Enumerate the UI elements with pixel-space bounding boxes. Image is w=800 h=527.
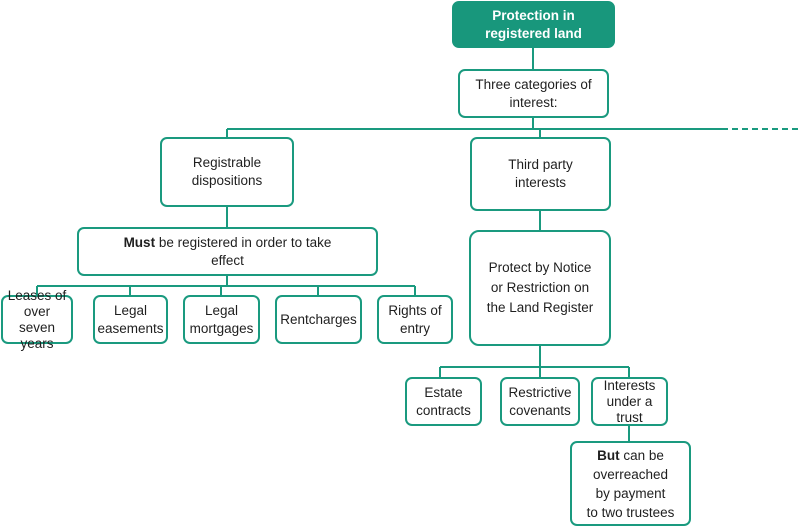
rentcharges-label: Rentcharges — [280, 311, 357, 327]
node-restrictive-covenants: Restrictive covenants — [500, 377, 580, 426]
registrable-dispositions-label: Registrable dispositions — [191, 155, 263, 188]
interests-under-trust-label: Interests under a trust — [603, 377, 656, 425]
node-rights-of-entry: Rights of entry — [377, 295, 453, 344]
legal-easements-label: Legal easements — [97, 302, 164, 336]
must-bold-word: Must — [123, 234, 156, 250]
third-party-interests-label: Third party interests — [508, 157, 573, 190]
legal-mortgages-label: Legal mortgages — [189, 302, 254, 336]
must-be-registered-text: Must be registered in order to take effe… — [124, 234, 332, 270]
node-rentcharges: Rentcharges — [275, 295, 362, 344]
node-must-be-registered: Must be registered in order to take effe… — [77, 227, 378, 276]
estate-contracts-label: Estate contracts — [416, 384, 471, 418]
node-interests-under-trust: Interests under a trust — [591, 377, 668, 426]
node-registrable-dispositions: Registrable dispositions — [160, 137, 294, 207]
node-estate-contracts: Estate contracts — [405, 377, 482, 426]
rights-of-entry-label: Rights of entry — [388, 302, 442, 336]
but-bold-word: But — [597, 447, 620, 463]
root-node-protection-in-registered-land: Protection in registered land — [452, 1, 615, 48]
leases-label: Leases of over seven years — [7, 287, 67, 351]
must-rest-text: be registered in order to take effect — [158, 234, 332, 268]
protect-by-notice-label: Protect by Notice or Restriction on the … — [486, 260, 594, 315]
but-overreached-text: But can be overreached by payment to two… — [587, 446, 675, 522]
root-node-label: Protection in registered land — [485, 7, 582, 41]
but-rest-text: can be overreached by payment to two tru… — [586, 447, 675, 520]
node-third-party-interests: Third party interests — [470, 137, 611, 211]
node-three-categories: Three categories of interest: — [458, 69, 609, 118]
node-legal-mortgages: Legal mortgages — [183, 295, 260, 344]
three-categories-label: Three categories of interest: — [475, 76, 592, 110]
node-legal-easements: Legal easements — [93, 295, 168, 344]
restrictive-covenants-label: Restrictive covenants — [508, 384, 572, 418]
node-leases-over-seven-years: Leases of over seven years — [1, 288, 73, 351]
node-protect-by-notice: Protect by Notice or Restriction on the … — [469, 230, 611, 346]
node-but-can-be-overreached: But can be overreached by payment to two… — [570, 441, 691, 526]
